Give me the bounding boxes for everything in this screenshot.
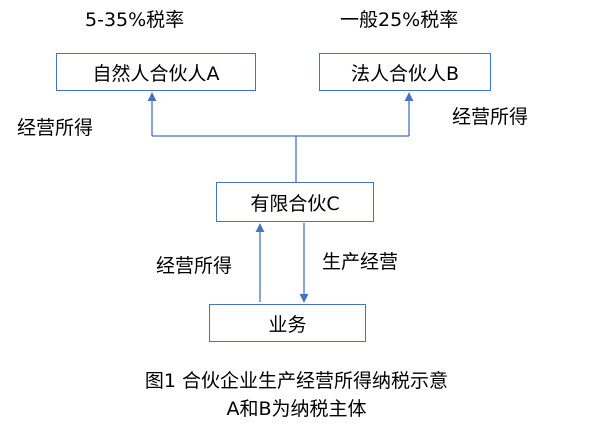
partner-b-node: 法人合伙人B [319, 53, 491, 91]
entity-c-label: 有限合伙C [250, 192, 340, 215]
partner-a-tax-rate: 5-35%税率 [85, 9, 185, 31]
income-label-lower: 经营所得 [156, 255, 233, 277]
business-node: 业务 [209, 304, 366, 342]
partner-a-node: 自然人合伙人A [56, 53, 256, 91]
partner-a-label: 自然人合伙人A [92, 62, 220, 85]
production-label: 生产经营 [322, 251, 399, 273]
partner-b-label: 法人合伙人B [350, 62, 460, 85]
entity-c-node: 有限合伙C [216, 182, 374, 222]
income-label-left: 经营所得 [17, 117, 94, 139]
business-label: 业务 [268, 313, 307, 336]
partner-b-tax-rate: 一般25%税率 [340, 9, 459, 31]
figure-caption-line-1: 图1 合伙企业生产经营所得纳税示意 [144, 370, 449, 392]
figure-caption-line-2: A和B为纳税主体 [226, 398, 367, 420]
income-label-right: 经营所得 [452, 106, 529, 128]
